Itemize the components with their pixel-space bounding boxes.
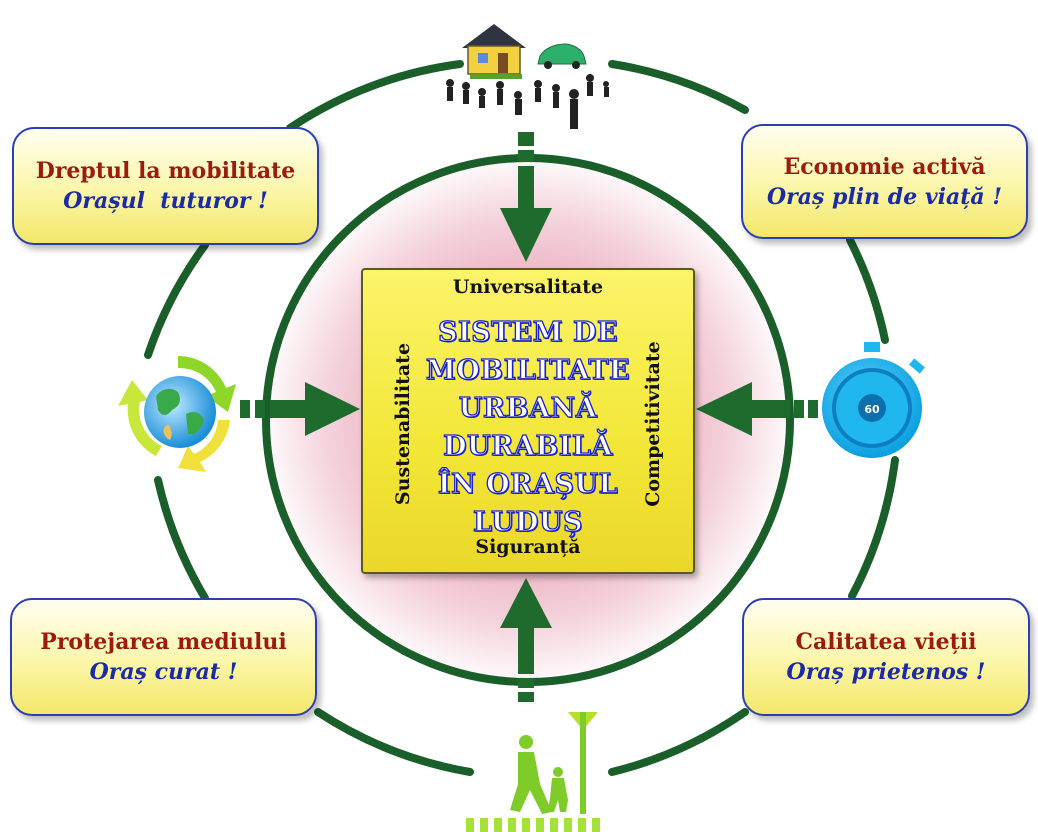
main-title: SISTEM DE MOBILITATE URBANĂ DURABILĂ ÎN … <box>413 314 643 542</box>
outer-ring-arc-left-lower <box>154 476 209 602</box>
arrow-left <box>240 382 360 436</box>
callout-motto: Orașul tuturor ! <box>63 188 268 214</box>
callout-title: Economie activă <box>783 153 986 180</box>
outer-ring-arc-right-lower <box>848 456 899 600</box>
callout-motto: Oraș plin de viață ! <box>767 183 1002 210</box>
outer-ring-arc-right-upper <box>846 236 889 344</box>
callout-bottom-left: Protejarea mediului Oraș curat ! <box>10 598 317 716</box>
pillar-label-left: Sustenabilitate <box>392 342 414 506</box>
main-title-line: MOBILITATE <box>425 354 631 386</box>
outer-ring <box>144 60 899 776</box>
main-title-line: SISTEM DE <box>437 316 619 348</box>
pillar-label-bottom: Siguranță <box>475 536 581 558</box>
callout-motto: Oraș prietenos ! <box>786 659 986 685</box>
arrow-right <box>696 382 818 436</box>
callout-bottom-right: Calitatea vieții Oraș prietenos ! <box>742 598 1030 716</box>
outer-ring-arc-bottom-right <box>608 708 749 776</box>
main-title-line: ÎN ORAȘUL <box>437 468 619 500</box>
main-title-line: URBANĂ <box>458 392 598 424</box>
stopwatch-value: 60 <box>864 403 880 416</box>
central-box: Universalitate Sustenabilitate Competiti… <box>361 268 695 574</box>
outer-ring-arc-bottom-left <box>314 708 474 776</box>
callout-motto: Oraș curat ! <box>89 659 238 685</box>
callout-top-left: Dreptul la mobilitate Orașul tuturor ! <box>12 127 319 245</box>
outer-ring-arc-top-right <box>608 60 749 114</box>
callout-title: Dreptul la mobilitate <box>35 158 296 184</box>
main-title-line: DURABILĂ <box>442 430 613 462</box>
callout-top-right: Economie activă Oraș plin de viață ! <box>741 124 1028 239</box>
arrow-top <box>500 132 552 262</box>
callout-title: Protejarea mediului <box>40 629 287 655</box>
house-car-people-icon <box>446 24 609 129</box>
pedestrian-crossing-icon <box>466 712 600 832</box>
main-title-line: LUDUȘ <box>472 506 583 538</box>
pillar-label-top: Universalitate <box>452 276 604 298</box>
arrow-bottom <box>500 578 552 702</box>
outer-ring-arc-top-left <box>286 60 464 132</box>
recycle-globe-icon <box>118 356 236 472</box>
outer-ring-arc-left-upper <box>144 241 209 359</box>
stopwatch-icon: 60 <box>822 342 925 458</box>
pillar-label-right: Competitivitate <box>642 341 664 507</box>
callout-title: Calitatea vieții <box>795 629 977 655</box>
